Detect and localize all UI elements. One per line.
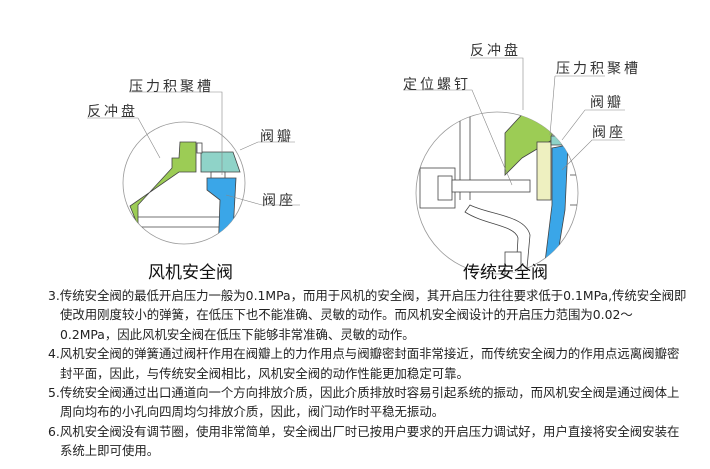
note-item: 6.风机安全阀没有调节圈，使用非常简单，安全阀出厂时已按用户要求的开启压力调试好… [48, 423, 680, 459]
label-pressure-groove: 压力积聚槽 [556, 61, 641, 77]
label-valve-disc: 阀瓣 [260, 129, 294, 145]
note-item: 4.风机安全阀的弹簧通过阀杆作用在阀瓣上的力作用点与阀瓣密封面非常接近，而传统安… [48, 346, 680, 381]
label-valve-disc: 阀瓣 [590, 95, 624, 111]
label-backflow-disc: 反冲盘 [470, 43, 521, 59]
note-item: 3.传统安全阀的最低开启压力一般为0.1MPa，而用于风机的安全阀，其开启压力往… [48, 288, 687, 342]
comparison-notes: 3.传统安全阀的最低开启压力一般为0.1MPa，而用于风机的安全阀，其开启压力往… [48, 286, 688, 461]
valve-comparison-diagram [87, 57, 625, 275]
caption-traditional-valve: 传统安全阀 [463, 263, 548, 283]
label-pressure-groove: 压力积聚槽 [129, 79, 214, 95]
caption-fan-valve: 风机安全阀 [148, 263, 233, 283]
note-item: 5.传统安全阀通过出口通道向一个方向排放介质，因此介质排放时容易引起系统的振动，… [48, 385, 680, 420]
valve-disc-shape [536, 141, 552, 201]
label-set-screw: 定位螺钉 [403, 77, 471, 93]
traditional-valve-detail [403, 57, 625, 275]
label-valve-seat: 阀座 [262, 193, 296, 209]
valve-disc-shape [200, 151, 241, 173]
label-backflow-disc: 反冲盘 [87, 104, 138, 120]
label-valve-seat: 阀座 [592, 125, 626, 141]
